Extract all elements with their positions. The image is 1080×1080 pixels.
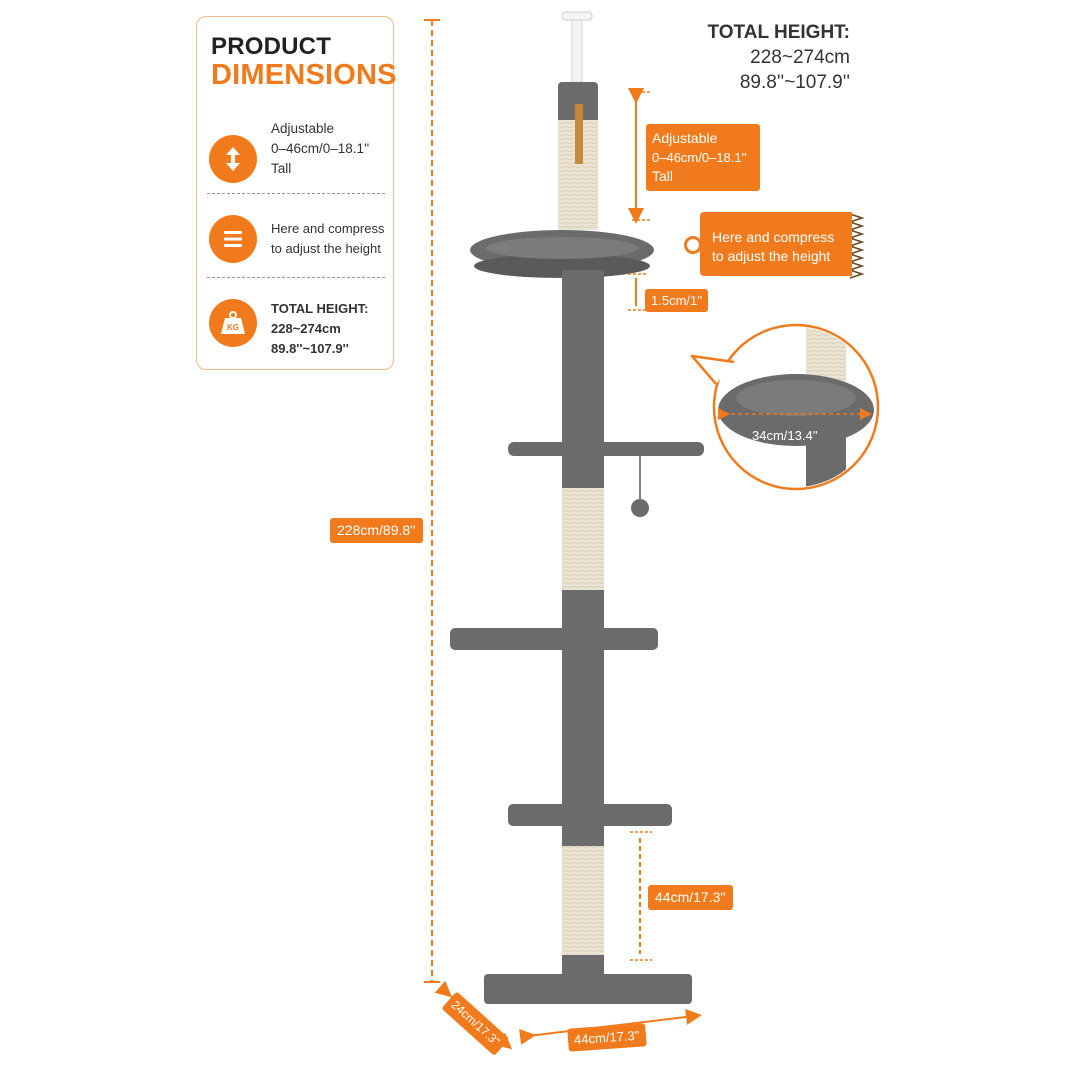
top-bed <box>470 230 654 278</box>
base <box>484 974 692 1004</box>
feature-adjustable: Adjustable 0–46cm/0–18.1'' Tall <box>271 121 370 176</box>
bottom-gap-dimension <box>630 831 652 961</box>
gap-callout: 1.5cm/1'' <box>645 289 709 312</box>
card-divider <box>207 277 385 278</box>
bed-zoom-circle <box>690 323 880 491</box>
adjustable-dimension <box>628 88 650 224</box>
bed-diameter-label: 34cm/13.4'' <box>752 428 818 443</box>
adjustable-callout: Adjustable 0–46cm/0–18.1'' Tall <box>646 124 760 191</box>
height-arrow-icon <box>209 135 257 183</box>
card-title-product: PRODUCT <box>211 33 332 60</box>
small-platform <box>508 442 704 517</box>
overall-height-dimension <box>424 19 440 983</box>
dimensions-card: PRODUCT DIMENSIONS Adjustable 0–46cm/0–1… <box>196 16 397 370</box>
feature-compress: Here and compress to adjust the height <box>271 221 385 256</box>
lower-platform <box>508 804 672 826</box>
top-pole <box>558 82 598 230</box>
middle-platform <box>450 628 658 650</box>
gap-dimension <box>628 273 648 311</box>
card-title-dimensions: DIMENSIONS <box>211 59 397 91</box>
svg-text:KG: KG <box>227 323 239 332</box>
weight-kg-icon: KG <box>209 299 257 347</box>
compress-lines-icon <box>209 215 257 263</box>
total-height-label: TOTAL HEIGHT: 228~274cm 89.8''~107.9'' <box>707 22 851 93</box>
compress-callout: Here and compress to adjust the height <box>700 212 852 276</box>
card-divider <box>207 193 385 194</box>
main-pole <box>562 270 604 975</box>
overall-height-callout: 228cm/89.8'' <box>330 518 423 543</box>
feature-total-height: TOTAL HEIGHT: 228~274cm 89.8''~107.9'' <box>271 301 369 356</box>
ceiling-pad <box>561 11 593 83</box>
bottom-gap-callout: 44cm/17.3'' <box>648 885 733 910</box>
